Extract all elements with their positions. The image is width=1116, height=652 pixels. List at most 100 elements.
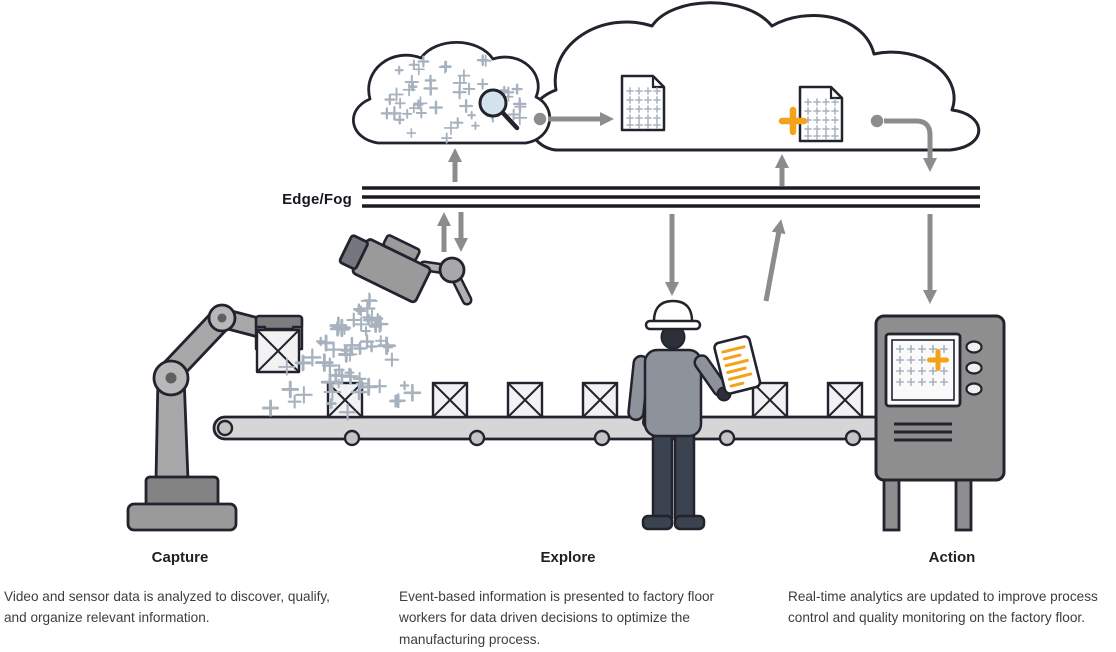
explore-description: Event-based information is presented to … [399,589,715,647]
data-plus-mark [428,100,443,115]
data-plus-mark [459,99,474,114]
data-plus-mark [644,87,652,95]
data-plus-mark [375,335,387,347]
data-plus-mark [626,114,634,122]
data-plus-mark [804,132,812,140]
data-plus-mark [895,377,905,387]
data-plus-mark [906,377,916,387]
control-panel-machine [874,314,1006,532]
data-plus-mark [626,87,634,95]
camera-joint [438,256,466,284]
flow-arrows [437,148,937,304]
data-plus-mark [895,366,905,376]
machine-dial [965,340,983,354]
data-plus-mark [406,128,417,138]
data-plus-mark [813,98,821,106]
tablet-icon [713,335,762,395]
worker-torso [643,348,703,438]
data-plus-mark [644,96,652,104]
data-plus-mark [415,107,427,119]
document-icon-1 [620,74,666,132]
data-plus-mark [927,349,949,371]
worker-shoe-left [641,514,674,531]
worker-leg-left [651,428,674,520]
data-plus-mark [939,344,949,354]
data-plus-mark [403,383,422,402]
data-plus-mark [452,117,464,129]
arrow-worker-to-edge [763,219,786,302]
camera-lens [338,234,369,271]
data-plus-mark [317,334,335,352]
data-plus-mark [295,386,313,404]
cloud-flow-arrows [533,112,937,172]
edge-fog-label: Edge/Fog [282,191,352,208]
data-plus-mark [339,324,350,336]
data-plus-mark [332,318,352,338]
data-plus-mark [804,98,812,106]
data-plus-mark [804,107,812,115]
explore-section: Explore Event-based information is prese… [399,549,737,650]
data-plus-mark [278,358,296,376]
data-plus-mark [653,105,661,113]
small-cloud [352,40,552,145]
data-plus-mark [417,55,430,68]
data-plus-mark [404,74,420,90]
data-plus-mark [635,121,643,129]
data-plus-mark [281,380,300,399]
data-plus-mark [917,366,927,376]
data-plus-mark [369,319,383,333]
data-plus-mark [389,394,403,408]
data-plus-mark [813,107,821,115]
machine-dial [965,382,983,396]
data-plus-mark [402,108,413,119]
data-plus-mark [831,116,839,124]
data-plus-mark [476,54,489,67]
data-plus-mark [906,355,916,365]
data-plus-mark [822,116,830,124]
data-plus-mark [457,69,471,83]
data-plus-mark [476,78,489,90]
data-plus-mark [511,83,523,95]
document-icon-2 [778,85,844,143]
cloud-layer [352,1,981,172]
data-plus-mark [452,75,468,91]
data-plus-mark [399,380,410,391]
data-plus-mark [804,125,812,133]
data-plus-mark [813,132,821,140]
data-plus-mark [626,96,634,104]
data-plus-mark [372,378,387,394]
data-plus-mark [323,383,342,402]
data-plus-mark [394,65,404,75]
capture-description: Video and sensor data is analyzed to dis… [4,589,330,626]
data-plus-mark [653,114,661,122]
data-plus-mark [346,312,362,328]
data-plus-mark [338,403,357,421]
data-plus-mark [438,60,452,74]
worker [627,299,762,531]
hard-hat-brim [644,319,702,331]
data-plus-mark [822,132,830,140]
data-plus-mark [813,125,821,133]
data-plus-mark [514,100,527,113]
data-plus-mark [928,377,938,387]
data-plus-mark [928,344,938,354]
data-plus-mark [325,398,337,409]
data-plus-mark [653,121,661,129]
data-plus-mark [906,344,916,354]
data-plus-mark [895,355,905,365]
data-plus-mark [365,340,378,353]
data-plus-mark [355,377,368,390]
crates [326,381,864,419]
machine-vents [894,422,952,442]
data-plus-mark [512,110,528,126]
data-plus-mark [353,341,367,356]
data-plus-mark [653,96,661,104]
data-plus-mark [377,336,396,356]
machine-dial [965,361,983,375]
data-plus-mark [441,132,453,144]
action-title: Action [928,549,976,566]
data-plus-mark [343,336,361,354]
data-plus-mark [353,303,365,316]
